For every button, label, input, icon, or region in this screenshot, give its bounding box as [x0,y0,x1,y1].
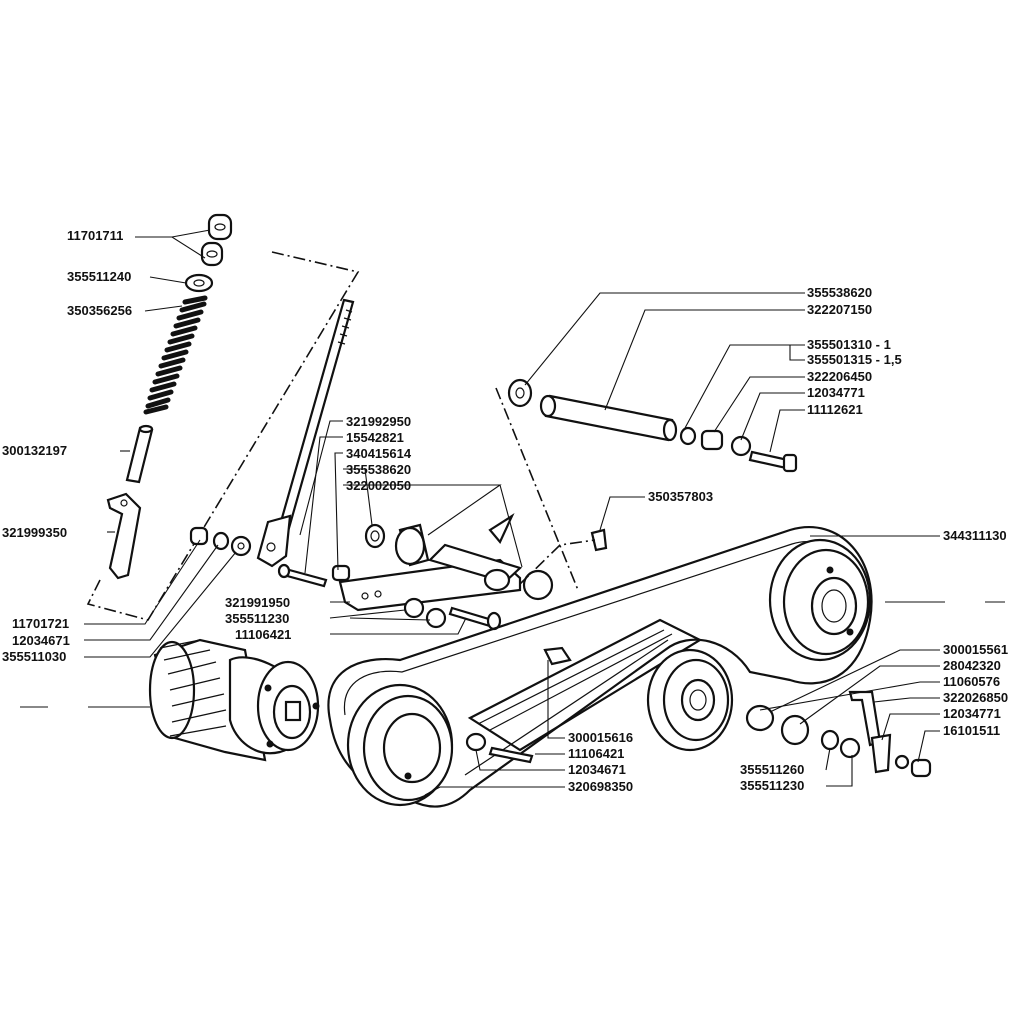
label-355511230-center: 355511230 [225,611,289,626]
label-322207150: 322207150 [807,302,872,317]
label-355511030: 355511030 [2,649,66,664]
left-pulley-part [148,638,320,762]
label-11106421-center: 11106421 [235,627,291,642]
label-12034771-right: 12034771 [943,706,1001,721]
right-pulley-part [768,538,872,662]
label-11106421-bottom: 11106421 [568,746,624,761]
label-355538620-top: 355538620 [807,285,872,300]
part-number-labels: 11701711 355511240 350356256 300132197 3… [2,228,1008,794]
tension-rod-assembly [86,213,360,621]
middle-pulley-part [646,648,734,752]
label-355511240: 355511240 [67,269,131,284]
label-11060576: 11060576 [943,674,1000,689]
label-321991950: 321991950 [225,595,290,610]
label-321999350: 321999350 [2,525,67,540]
tension-arm-part [277,513,554,631]
sleeve-part [125,424,154,484]
tension-rod-part [256,298,355,568]
leader-lines [20,229,1005,796]
spring-part [143,295,208,415]
label-11701711: 11701711 [67,228,123,243]
label-350357803: 350357803 [648,489,713,504]
label-12034671-left: 12034671 [12,633,70,648]
bottom-pulley-part [346,683,454,807]
label-322002050: 322002050 [346,478,411,493]
label-15542821: 15542821 [346,430,404,445]
shaft-assembly [495,378,798,591]
label-322206450: 322206450 [807,369,872,384]
small-nut-part [189,526,209,546]
shaft-pin-part [544,394,674,442]
label-321992950: 321992950 [346,414,411,429]
nut-lower-part [200,241,224,267]
label-344311130: 344311130 [943,528,1007,543]
label-355511260: 355511260 [740,762,804,777]
label-300015616: 300015616 [568,730,633,745]
label-11112621: 11112621 [807,402,863,417]
label-350356256: 350356256 [67,303,132,318]
label-12034671-bottom: 12034671 [568,762,626,777]
label-16101511: 16101511 [943,723,1000,738]
grease-nipple-part [590,528,608,552]
label-355501315: 355501315 - 1,5 [807,352,902,367]
label-300015561: 300015561 [943,642,1008,657]
label-300132197: 300132197 [2,443,67,458]
label-320698350: 320698350 [568,779,633,794]
label-355511230-right: 355511230 [740,778,804,793]
label-355538620-center: 355538620 [346,462,411,477]
label-11701721: 11701721 [12,616,69,631]
bracket-part [106,492,142,580]
label-12034771-top: 12034771 [807,385,865,400]
label-28042320: 28042320 [943,658,1001,673]
label-322026850: 322026850 [943,690,1008,705]
small-hardware [465,646,932,778]
label-355501310: 355501310 - 1 [807,337,891,352]
nut-top-part [207,213,233,241]
washer-part [184,273,214,293]
label-340415614: 340415614 [346,446,412,461]
shaft-washer-part [507,378,533,408]
